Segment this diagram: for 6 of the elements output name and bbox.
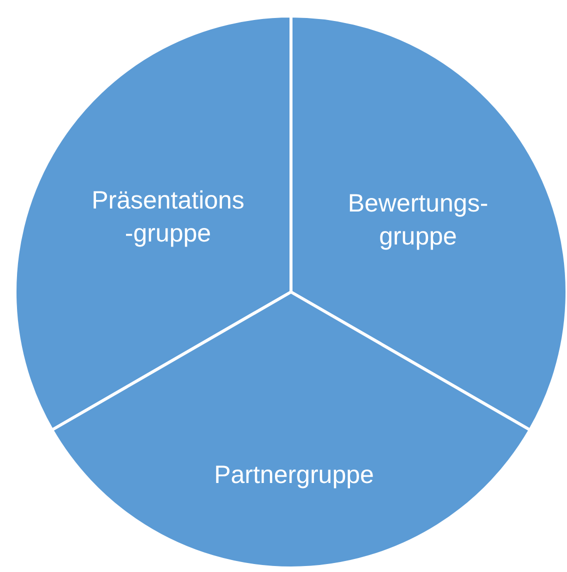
pie-sector [51,292,531,568]
pie-sector [290,16,567,430]
sector-label: Partnergruppe [214,460,374,491]
sector-label: Bewertungs- gruppe [348,188,488,252]
pie-sector [15,16,291,430]
sector-label: Präsentations -gruppe [92,186,244,249]
